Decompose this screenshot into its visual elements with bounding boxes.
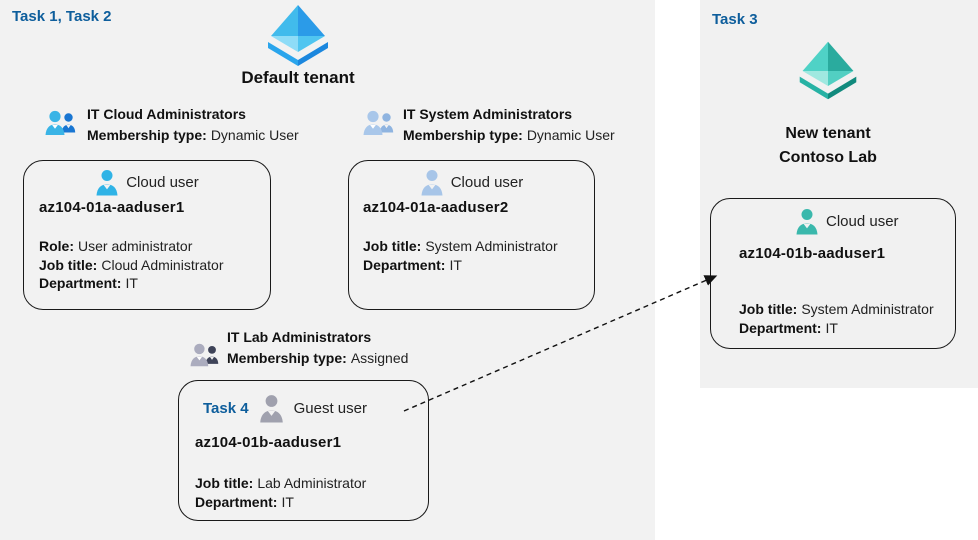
group-people-icon-gray bbox=[189, 341, 221, 369]
user-fields: Job title:Lab Administrator Department:I… bbox=[195, 474, 366, 511]
membership-type-value: Dynamic User bbox=[210, 127, 299, 143]
field-department: Department:IT bbox=[39, 275, 138, 291]
user-card-aaduser1: Cloud user az104-01a-aaduser1 Role:User … bbox=[23, 160, 271, 310]
user-type-label: Cloud user bbox=[826, 212, 899, 230]
task-1-2-label: Task 1, Task 2 bbox=[12, 8, 112, 25]
default-tenant-title: Default tenant bbox=[241, 68, 355, 87]
user-fields: Job title:System Administrator Departmen… bbox=[739, 300, 934, 337]
user-name: az104-01a-aaduser2 bbox=[363, 199, 509, 216]
group-name-cloud-admins: IT Cloud Administrators bbox=[87, 106, 246, 122]
user-type-label: Guest user bbox=[293, 399, 367, 417]
user-card-aaduser2: Cloud user az104-01a-aaduser2 Job title:… bbox=[348, 160, 595, 310]
field-role: Role:User administrator bbox=[39, 238, 193, 254]
membership-type-label: Membership type: bbox=[403, 127, 523, 143]
card-header: Task 4 Guest user bbox=[203, 393, 428, 423]
guest-user-icon-gray bbox=[258, 393, 285, 423]
user-name: az104-01b-aaduser1 bbox=[195, 434, 342, 451]
new-tenant-icon bbox=[795, 40, 861, 100]
membership-type-label: Membership type: bbox=[87, 127, 207, 143]
field-department: Department:IT bbox=[739, 319, 838, 336]
group-name-lab-admins: IT Lab Administrators bbox=[227, 329, 372, 345]
new-tenant-title-line1: New tenant bbox=[785, 125, 871, 142]
field-department: Department:IT bbox=[363, 256, 462, 273]
cloud-user-icon-cyan bbox=[95, 168, 119, 196]
membership-type-label: Membership type: bbox=[227, 350, 347, 366]
group-name-system-admins: IT System Administrators bbox=[403, 106, 573, 122]
field-job-title: Job title:Cloud Administrator bbox=[39, 256, 224, 273]
new-tenant-user-card-aaduser1: Cloud user az104-01b-aaduser1 Job title:… bbox=[710, 198, 956, 349]
group-membership-lab-admins: Membership type:Assigned bbox=[227, 350, 408, 366]
user-type-label: Cloud user bbox=[450, 173, 524, 191]
task-3-label: Task 3 bbox=[712, 11, 758, 28]
user-name: az104-01a-aaduser1 bbox=[39, 199, 185, 216]
user-name: az104-01b-aaduser1 bbox=[739, 245, 886, 262]
group-membership-cloud-admins: Membership type:Dynamic User bbox=[87, 127, 299, 143]
group-membership-system-admins: Membership type:Dynamic User bbox=[403, 127, 615, 143]
cloud-user-icon-teal bbox=[795, 207, 819, 235]
membership-type-value: Dynamic User bbox=[526, 127, 615, 143]
cloud-user-icon-lightblue bbox=[420, 168, 444, 196]
field-job-title: Job title:System Administrator bbox=[739, 301, 934, 317]
user-fields: Role:User administrator Job title:Cloud … bbox=[39, 237, 224, 293]
group-people-icon-lightblue bbox=[362, 108, 396, 138]
card-header: Cloud user bbox=[349, 168, 594, 196]
field-department: Department:IT bbox=[195, 493, 294, 510]
new-tenant-title-line2: Contoso Lab bbox=[779, 149, 877, 166]
field-job-title: Job title:System Administrator bbox=[363, 238, 558, 254]
card-header: Cloud user bbox=[24, 168, 270, 196]
task-4-label: Task 4 bbox=[203, 399, 249, 417]
guest-user-card-aaduser1: Task 4 Guest user az104-01b-aaduser1 Job… bbox=[178, 380, 429, 521]
field-job-title: Job title:Lab Administrator bbox=[195, 475, 367, 491]
membership-type-value: Assigned bbox=[350, 350, 409, 366]
group-people-icon-blue bbox=[44, 108, 78, 138]
user-type-label: Cloud user bbox=[126, 173, 199, 191]
default-tenant-region bbox=[0, 0, 655, 540]
default-tenant-icon bbox=[263, 4, 333, 66]
user-fields: Job title:System Administrator Departmen… bbox=[363, 237, 558, 274]
card-header: Cloud user bbox=[795, 207, 955, 235]
